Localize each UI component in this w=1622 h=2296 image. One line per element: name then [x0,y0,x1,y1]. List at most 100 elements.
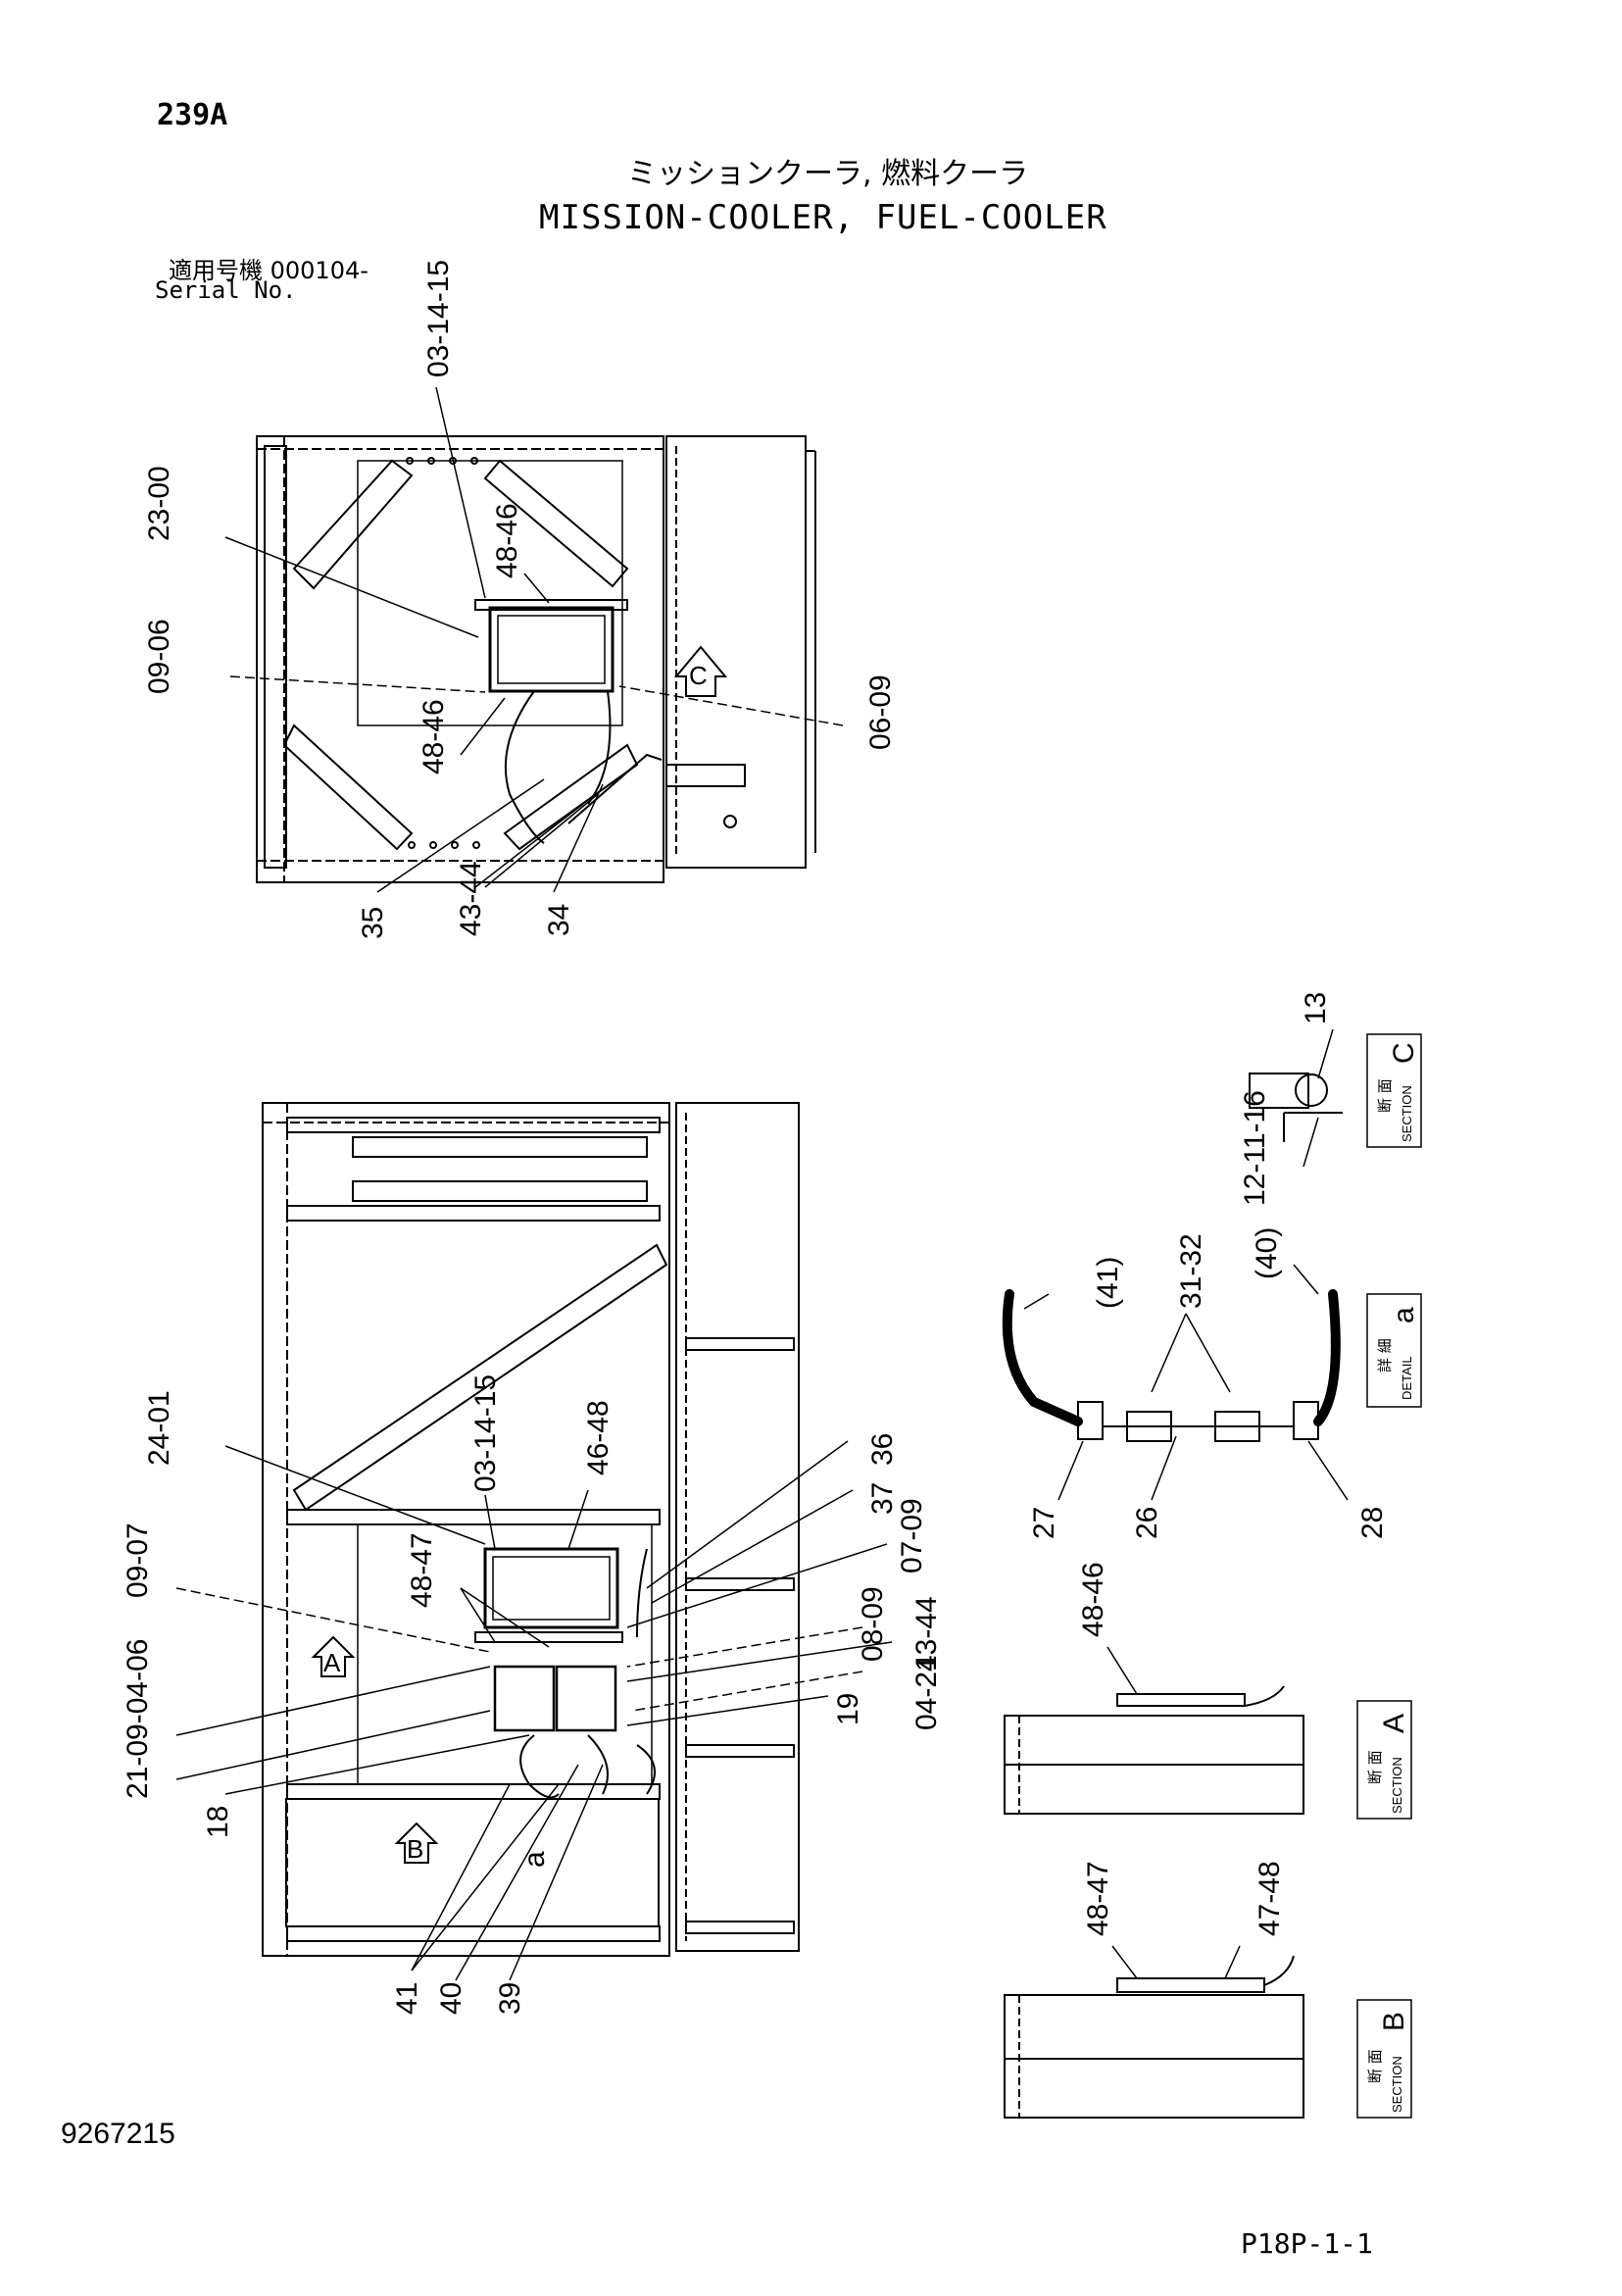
section-c-pipe [1249,1073,1309,1109]
view-c-letter: C [689,661,708,690]
bottom-stringer-7 [286,1925,661,1942]
leader-31-32-a [1151,1313,1187,1393]
leader-03-14-15-b [484,1494,496,1550]
bottom-diagonal-brace [292,1243,668,1512]
bottom-right-slot [685,1577,795,1591]
bottom-right-panel [675,1102,800,1952]
bottom-stringer-4 [286,1205,661,1222]
top-bolt [472,841,480,849]
callout-47-48-sec-b: 47-48 [1253,1861,1286,1936]
leader-48-46-sec-a [1106,1646,1138,1695]
serial-label-english: Serial No. [155,276,297,304]
callout-48-47-sec-b: 48-47 [1082,1861,1114,1936]
top-cooler-core [497,615,606,684]
leader-37 [651,1489,854,1604]
leader-31-32-b [1185,1313,1231,1393]
bottom-stringer-3 [352,1180,648,1202]
callout-18: 18 [202,1806,234,1838]
section-c-letter: C [1388,1042,1420,1064]
bottom-right-slot [685,1921,795,1934]
callout-09-07: 09-07 [122,1522,154,1598]
callout-34: 34 [543,904,575,936]
section-b-label-en: SECTION [1390,2056,1404,2113]
top-hose-lower [567,753,663,824]
bottom-stringer-2 [352,1136,648,1158]
leader-03-14-15 [435,386,486,599]
sheet-number: P18P-1-1 [1241,2227,1373,2260]
leader-41-b [411,1783,560,1972]
view-b-letter: B [407,1834,423,1864]
callout-35: 35 [357,907,389,939]
leader-12-11-16 [1303,1117,1319,1168]
callout-31-32: 31-32 [1175,1233,1207,1309]
leader-07-09 [626,1543,888,1628]
top-brace-nw [292,459,414,590]
top-bolt [408,841,416,849]
section-b-letter: B [1378,2012,1410,2031]
callout-03-14-15-b: 03-14-15 [469,1374,502,1492]
bottom-hose-2 [587,1734,609,1795]
bottom-cooler-lower-right [555,1665,617,1732]
top-bolt [429,841,437,849]
view-c-arrow [673,645,728,697]
top-brace-se [503,743,639,851]
callout-13: 13 [1300,992,1332,1024]
leader-23-00 [224,536,479,638]
leader-35 [376,778,545,893]
callout-46-48-b: 46-48 [582,1400,614,1475]
detail-a-hose-right [1313,1289,1341,1426]
leader-13 [1317,1028,1334,1079]
section-b-label-jp: 断 面 [1366,2049,1384,2083]
callout-28: 28 [1356,1507,1389,1539]
leader-28 [1307,1440,1349,1501]
top-hose-right [587,690,612,805]
detail-a-hose-left [1002,1289,1083,1426]
section-a-box [1356,1700,1412,1820]
leader-21-09 [175,1666,491,1736]
callout-23-00: 23-00 [143,466,175,541]
callout-36: 36 [866,1433,899,1466]
section-c-view: 13 12-11-16 断 面 SECTION C [1239,992,1422,1206]
section-b-view: 48-47 47-48 断 面 SECTION B [1004,1861,1412,2119]
leader-48-47-a [460,1587,496,1643]
top-cooler-mount [474,599,628,611]
leader-09-06 [229,675,486,693]
callout-03-14-15: 03-14-15 [422,260,455,377]
top-hose-left [504,690,545,844]
serial-label-japanese: 適用号機 000104- [169,257,369,284]
callout-07-09: 07-09 [896,1498,928,1573]
bottom-cooler-mount [474,1631,623,1643]
bottom-right-slot [685,1744,795,1758]
page-number: 239A [157,98,228,132]
detail-a-view: (41) 31-32 (40) 27 26 28 詳 細 DETAIL a [1002,1227,1422,1539]
bottom-hose-3 [636,1548,648,1638]
top-brace-sw [282,724,414,851]
callout-37: 37 [866,1482,899,1515]
callout-43-44: 43-44 [455,861,487,936]
section-b-body [1004,1994,1304,2119]
section-a-label-jp: 断 面 [1366,1750,1384,1784]
top-bolt [406,457,414,465]
bottom-right-slot [685,1337,795,1351]
leader-09-07 [175,1587,491,1653]
callout-40: 40 [435,1982,467,2015]
top-frame-outline [256,435,664,883]
callout-48-47: 48-47 [406,1532,438,1608]
callout-06-09: 06-09 [864,674,897,750]
bottom-stringer-1 [286,1117,661,1133]
section-c-label-en: SECTION [1400,1085,1414,1142]
callout-48-46-top: 48-46 [491,503,523,578]
top-left-rail [264,445,287,869]
leader-04-06 [175,1710,491,1780]
section-c-label-jp: 断 面 [1376,1078,1394,1113]
top-view: C 03-14-15 23-00 48-46 09-06 48-46 06-09… [143,260,897,939]
leader-41-paren [1023,1293,1050,1310]
callout-12-11-16: 12-11-16 [1239,1090,1271,1206]
bottom-hose-4 [636,1744,656,1795]
bottom-frame-outline [262,1102,670,1957]
leader-48-46-top [523,573,550,604]
leader-47-48-sec-b [1224,1945,1241,1979]
leader-34 [553,783,604,893]
leader-26 [1151,1435,1177,1501]
